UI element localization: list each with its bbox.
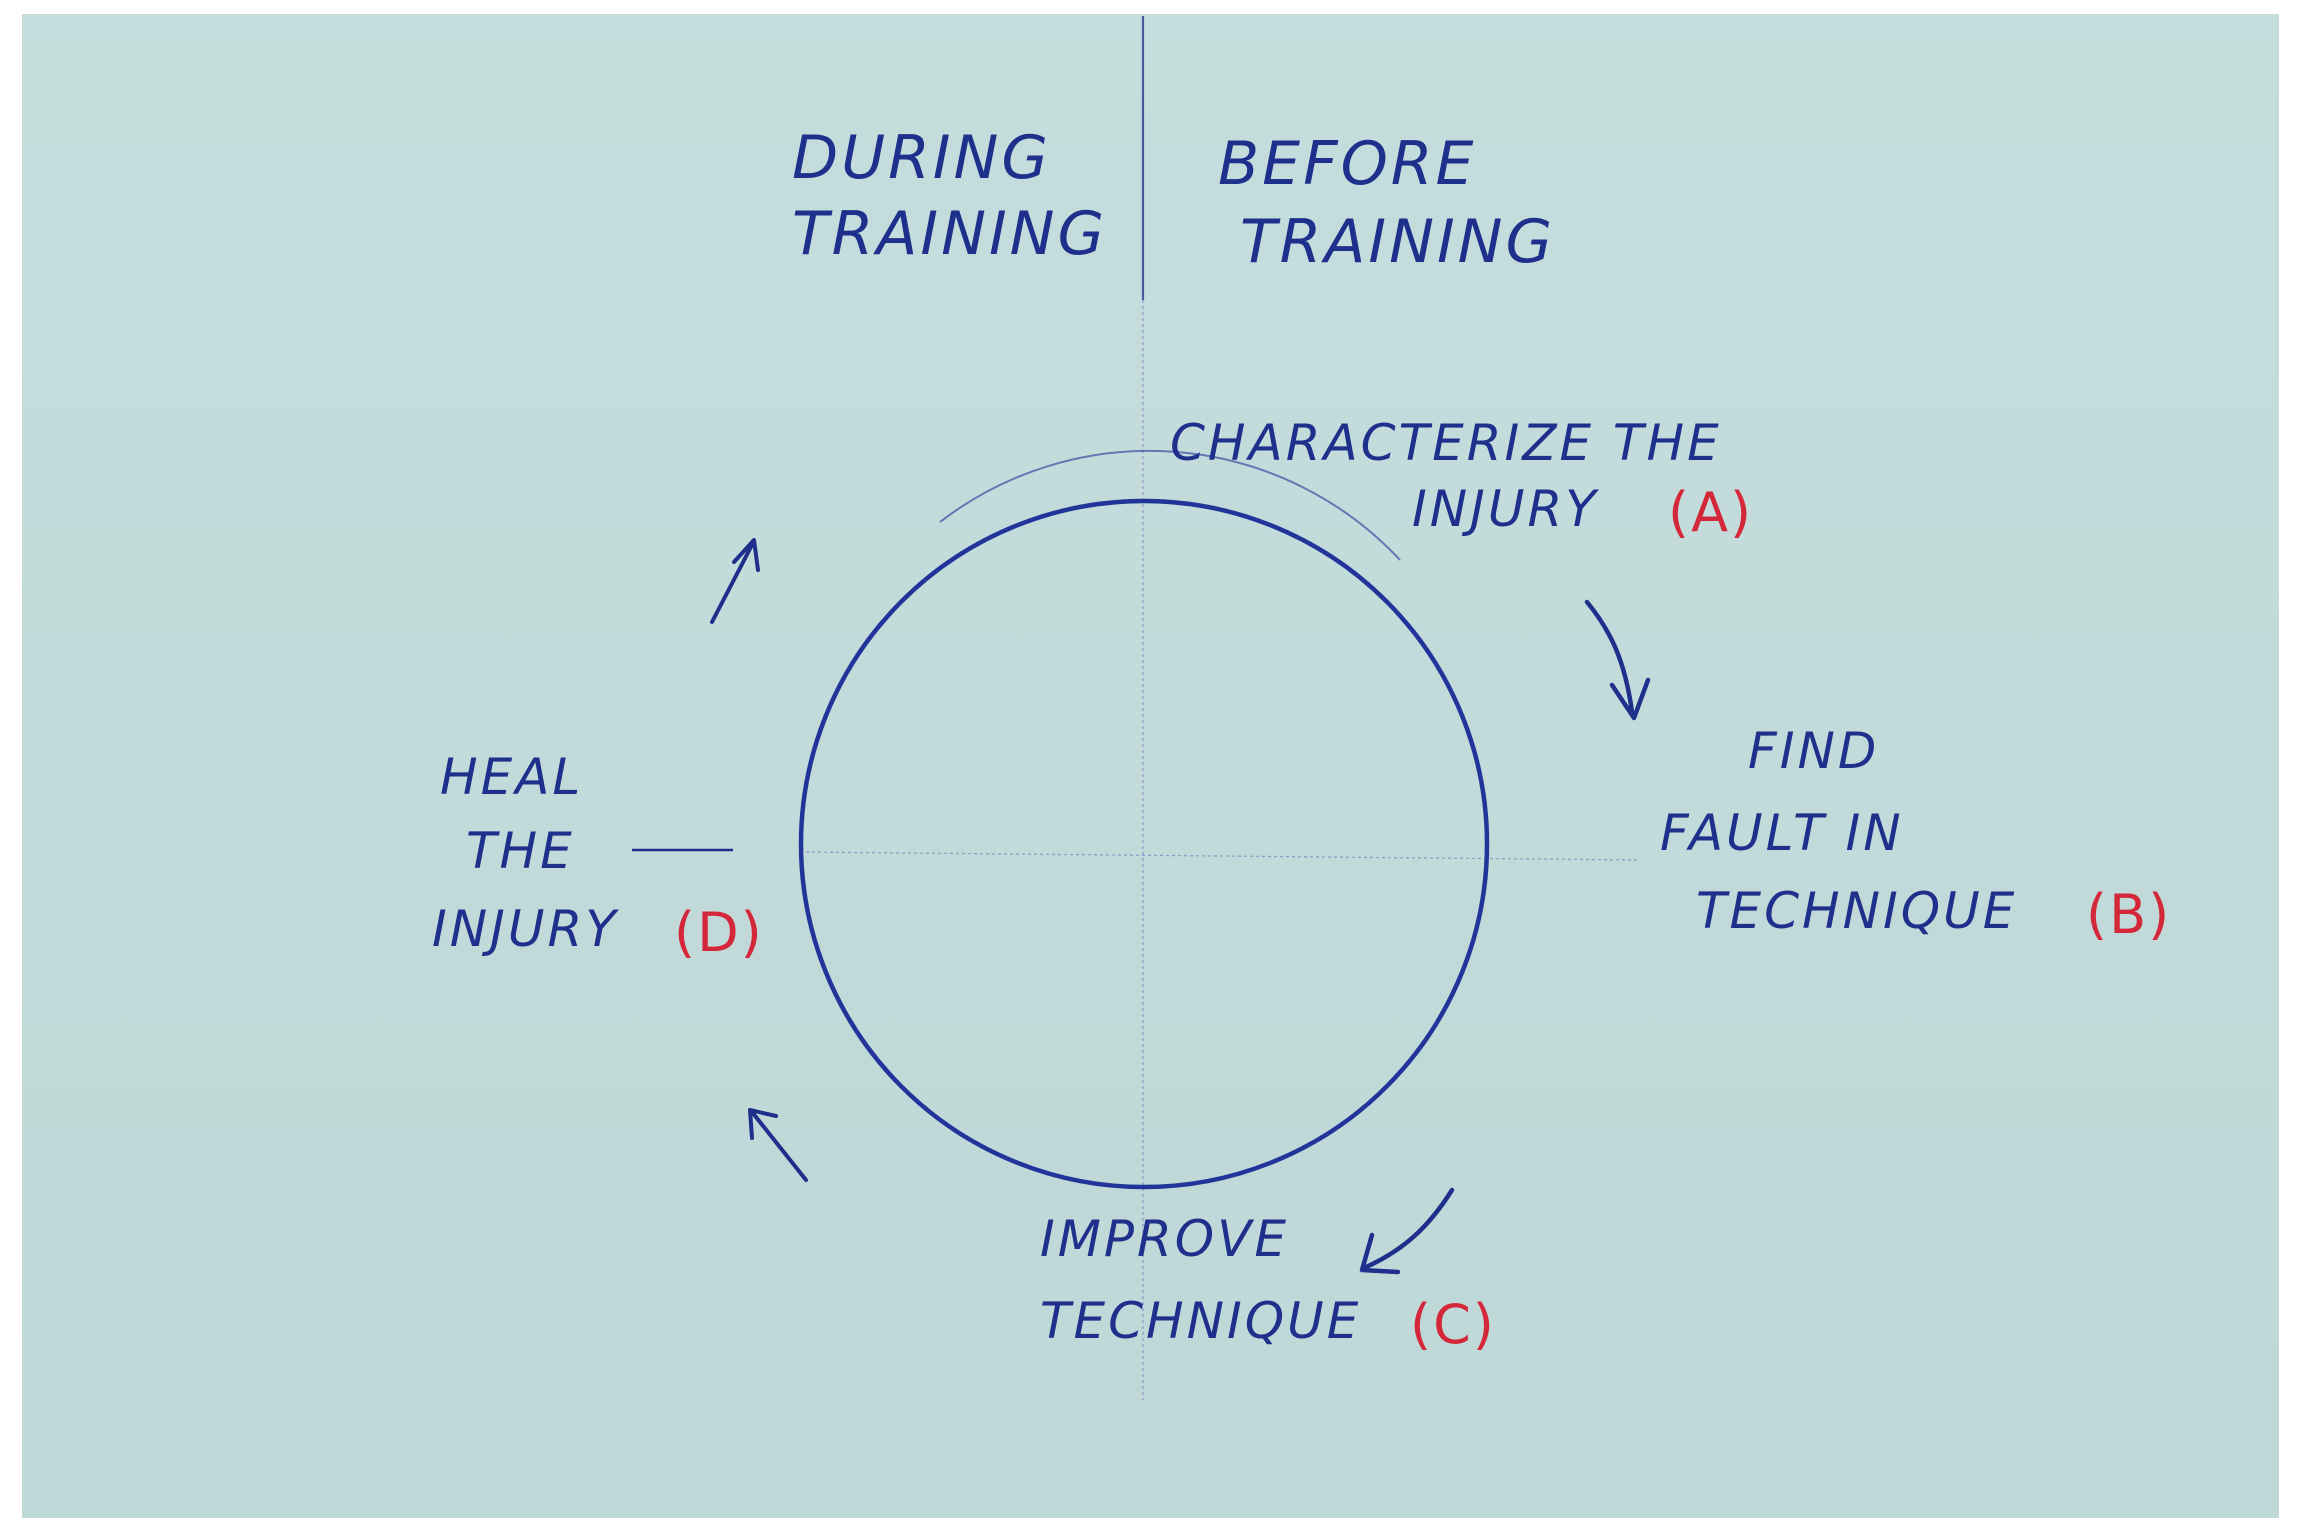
step-c-label-line2: TECHNIQUE (1040, 1292, 1362, 1350)
arrow-b-to-c-icon (1359, 1187, 1455, 1275)
arrow-c-to-d-icon (748, 1108, 808, 1182)
arrow-a-to-b-icon (1584, 599, 1651, 721)
during-training-header-line2: TRAINING (792, 199, 1108, 269)
step-a-label-line2: INJURY (1412, 480, 1599, 538)
during-training-header-line1: DURING (792, 123, 1051, 193)
step-c-tag: (C) (1410, 1293, 1496, 1356)
step-d-label-line2: THE (466, 822, 575, 880)
cycle-circle (798, 498, 1490, 1190)
arrow-d-to-a-icon (710, 538, 760, 624)
step-c-label-line1: IMPROVE (1040, 1210, 1289, 1268)
horizontal-guide-line (799, 851, 1641, 861)
step-d-tag: (D) (674, 901, 764, 964)
cycle-circle-overstroke (939, 449, 1401, 561)
before-training-header-line1: BEFORE (1218, 129, 1477, 199)
step-a-label-line1: CHARACTERIZE THE (1170, 414, 1722, 472)
before-training-header-line2: TRAINING (1240, 207, 1556, 277)
step-d-label-line1: HEAL (440, 748, 584, 806)
step-b-tag: (B) (2086, 883, 2172, 946)
step-d-label-line3: INJURY (432, 900, 619, 958)
step-b-label-line1: FIND (1748, 722, 1880, 780)
step-b-label-line2: FAULT IN (1660, 804, 1904, 862)
step-b-label-line3: TECHNIQUE (1696, 882, 2018, 940)
step-a-tag: (A) (1668, 481, 1754, 544)
